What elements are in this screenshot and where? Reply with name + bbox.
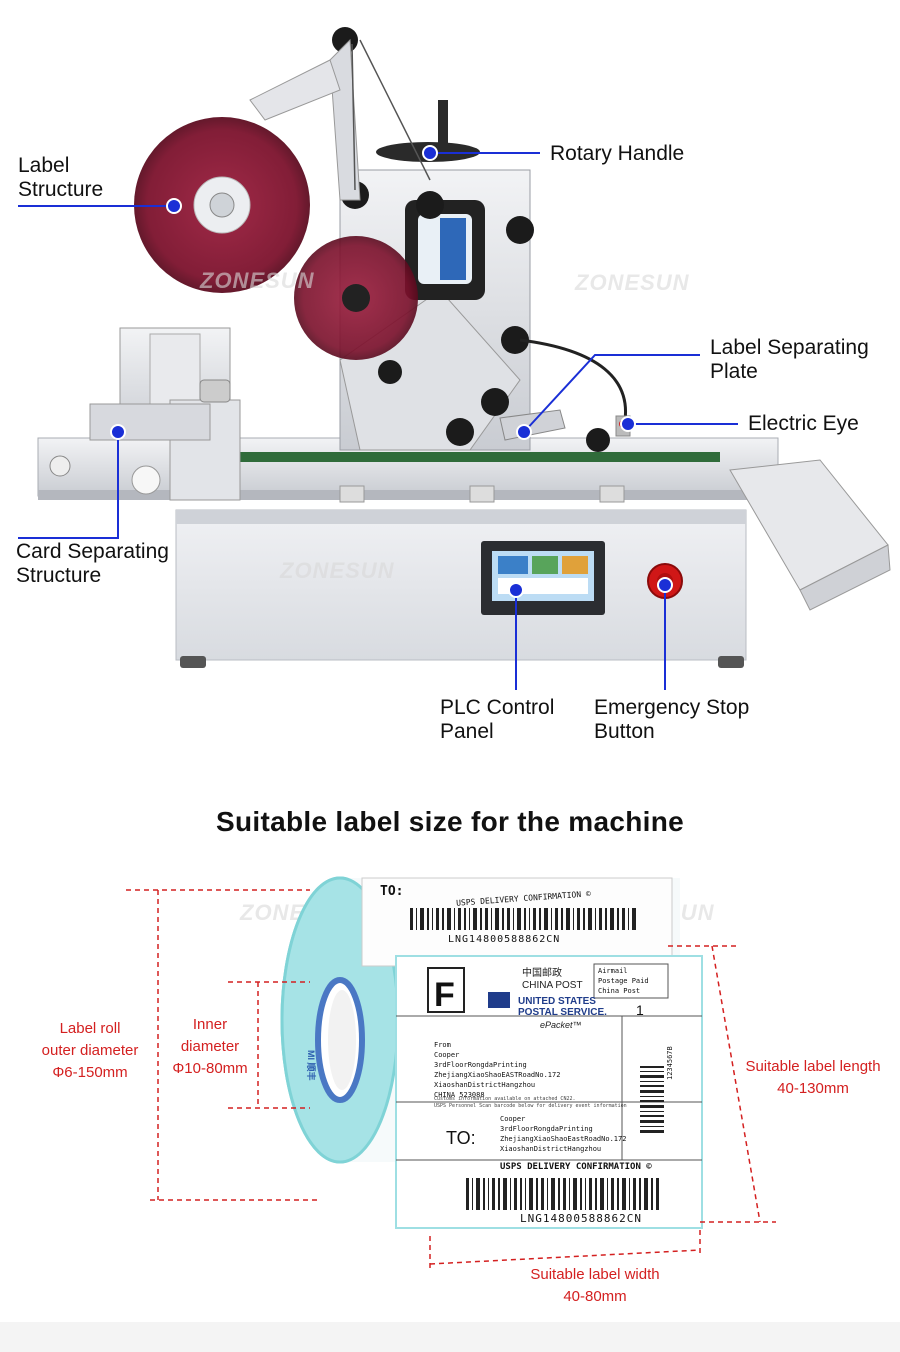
label-from-block: From Cooper 3rdFloorRongdaPrinting Zheji… bbox=[434, 1041, 561, 1099]
label-roll-illustration bbox=[126, 876, 776, 1270]
label-tracking-top: LNG14800588862CN bbox=[448, 934, 561, 945]
callout-plc-control-panel: PLC Control Panel bbox=[440, 696, 555, 743]
barcode-side bbox=[640, 1066, 664, 1133]
dimension-label-width: Suitable label width 40-80mm bbox=[530, 1266, 660, 1305]
dimension-outer-diameter: Label roll outer diameter Φ6-150mm bbox=[41, 1020, 139, 1081]
barcode-top bbox=[410, 908, 636, 930]
roll-core-brand: MI 顺丰 bbox=[306, 1050, 316, 1081]
callout-label-structure: Label Structure bbox=[18, 154, 104, 201]
label-usps-bottom: USPS DELIVERY CONFIRMATION © bbox=[500, 1162, 652, 1172]
barcode-bottom bbox=[466, 1178, 659, 1210]
label-customs: Customs information available on attache… bbox=[434, 1096, 627, 1109]
label-side-code: 1234567B bbox=[666, 1046, 674, 1080]
section-title: Suitable label size for the machine bbox=[216, 806, 684, 837]
dimension-inner-diameter: Inner diameter Φ10-80mm bbox=[172, 1016, 248, 1077]
bottom-band bbox=[0, 1322, 900, 1352]
label-to-top: TO: bbox=[380, 884, 404, 899]
label-airmail: Airmail Postage Paid China Post bbox=[598, 967, 649, 995]
label-to-main: TO: bbox=[446, 1128, 476, 1148]
label-tracking-bottom: LNG14800588862CN bbox=[520, 1212, 642, 1225]
label-usps-service: UNITED STATES POSTAL SERVICE. bbox=[518, 996, 607, 1018]
callout-label-separating-plate: Label Separating Plate bbox=[710, 336, 869, 383]
watermark: ZONESUN bbox=[575, 270, 690, 295]
dimension-label-length: Suitable label length 40-130mm bbox=[745, 1058, 881, 1097]
label-number-one: 1 bbox=[636, 1002, 644, 1018]
watermark: ZONESUN bbox=[280, 558, 395, 583]
callout-electric-eye: Electric Eye bbox=[748, 412, 859, 435]
callout-rotary-handle: Rotary Handle bbox=[550, 142, 685, 165]
callout-card-separating-structure: Card Separating Structure bbox=[16, 540, 169, 587]
label-china-post: 中国邮政 CHINA POST bbox=[522, 968, 583, 991]
machine-illustration bbox=[18, 27, 891, 690]
callout-emergency-stop-button: Emergency Stop Button bbox=[594, 696, 750, 743]
label-epacket: ePacket™ bbox=[540, 1020, 582, 1030]
label-f-mark: F bbox=[434, 976, 455, 1014]
watermark: ZONESUN bbox=[200, 268, 315, 293]
label-to-block: Cooper 3rdFloorRongdaPrinting ZhejiangXi… bbox=[500, 1115, 627, 1153]
